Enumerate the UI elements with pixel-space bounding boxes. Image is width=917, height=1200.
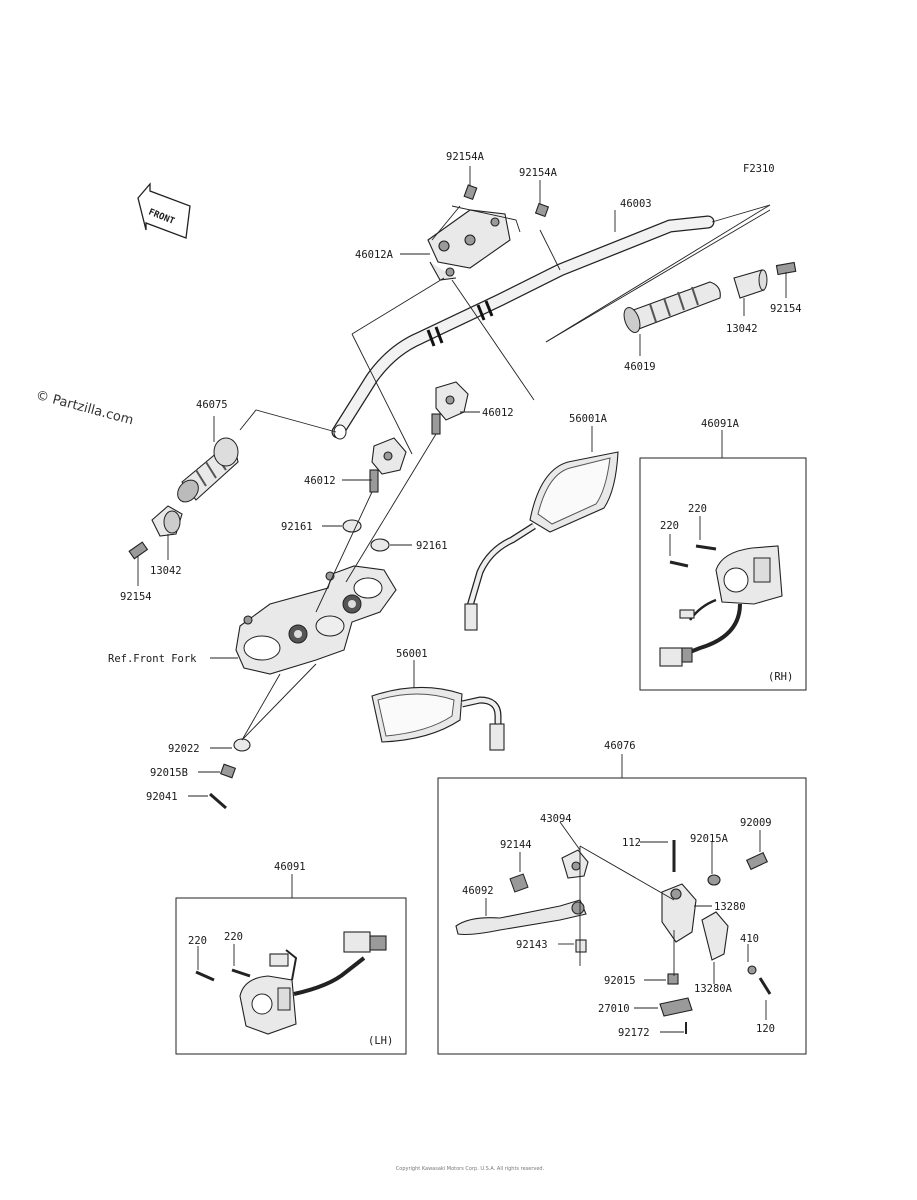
holder-13280A <box>701 911 729 961</box>
washer-410 <box>747 965 757 975</box>
label-46075: 46075 <box>196 399 228 411</box>
label-46091: 46091 <box>274 861 306 873</box>
label-410: 410 <box>740 933 759 945</box>
washer-92022 <box>233 738 251 752</box>
label-13280A: 13280A <box>694 983 733 995</box>
label-46019: 46019 <box>624 361 656 373</box>
washer-92015A <box>707 874 721 886</box>
label-92172: 92172 <box>618 1027 650 1039</box>
label-43094: 43094 <box>540 813 572 825</box>
grip-46075 <box>177 437 239 503</box>
screw-220-c <box>195 970 215 982</box>
part-labels: F2310 92154A 92154A 46012A 46003 13042 9… <box>108 151 802 1047</box>
label-92154-right: 92154 <box>770 303 802 315</box>
label-120: 120 <box>756 1023 775 1035</box>
collar-92143 <box>575 939 587 953</box>
label-220-a: 220 <box>688 503 707 515</box>
switch-46091A <box>659 545 783 667</box>
label-92015A: 92015A <box>690 833 729 845</box>
box-46091A <box>639 457 807 691</box>
bolt-92154A <box>463 184 550 218</box>
label-46091A: 46091A <box>701 418 740 430</box>
label-92161-left: 92161 <box>281 521 313 533</box>
label-27010: 27010 <box>598 1003 630 1015</box>
label-46003: 46003 <box>620 198 652 210</box>
screw-220-a <box>695 544 717 551</box>
nut-92015B <box>219 763 237 779</box>
label-46092: 46092 <box>462 885 494 897</box>
holder-13280 <box>661 883 697 943</box>
clamp-46012-right <box>431 381 469 435</box>
label-92015: 92015 <box>604 975 636 987</box>
bracket-43094 <box>561 849 589 879</box>
label-92022: 92022 <box>168 743 200 755</box>
screw-220-b <box>669 560 689 568</box>
copyright-notice: Copyright Kawasaki Motors Corp. U.S.A. A… <box>395 1166 545 1172</box>
bolt-92154-right <box>775 261 797 276</box>
label-92041: 92041 <box>146 791 178 803</box>
washer-92161-left <box>342 519 362 533</box>
handlebar-46003 <box>331 215 715 440</box>
bolt-120 <box>758 977 772 995</box>
label-92154A-1: 92154A <box>446 151 485 163</box>
clamp-46012A <box>427 209 511 281</box>
switch-46091 <box>239 931 387 1035</box>
lever-46092 <box>455 899 587 936</box>
label-92161-right: 92161 <box>416 540 448 552</box>
label-92154-left: 92154 <box>120 591 152 603</box>
label-46012A: 46012A <box>355 249 394 261</box>
box-label-lh: (LH) <box>368 1035 393 1047</box>
label-46012-right: 46012 <box>482 407 514 419</box>
switch-27010 <box>659 997 693 1017</box>
label-56001A: 56001A <box>569 413 608 425</box>
label-46076: 46076 <box>604 740 636 752</box>
label-56001: 56001 <box>396 648 428 660</box>
label-220-b: 220 <box>660 520 679 532</box>
label-92154A-2: 92154A <box>519 167 558 179</box>
label-112: 112 <box>622 837 641 849</box>
spring-92144 <box>509 873 529 893</box>
grip-46019 <box>623 281 721 333</box>
grip-end-13042-left <box>151 505 183 537</box>
screw-220-d <box>231 968 251 978</box>
mirror-56001 <box>371 686 505 751</box>
label-ref-front-fork: Ref.Front Fork <box>108 653 197 665</box>
steering-stem-bracket <box>235 565 397 675</box>
label-92015B: 92015B <box>150 767 188 779</box>
mirror-56001A <box>464 451 619 631</box>
clamp-46012-left <box>369 437 407 493</box>
label-92144: 92144 <box>500 839 532 851</box>
nut-92015 <box>667 973 679 985</box>
label-92009: 92009 <box>740 817 772 829</box>
label-220-d: 220 <box>224 931 243 943</box>
bolt-92154-left <box>128 541 149 560</box>
front-arrow-icon: FRONT <box>137 182 191 239</box>
label-13280: 13280 <box>714 901 746 913</box>
label-92143: 92143 <box>516 939 548 951</box>
pin-92041 <box>209 792 227 810</box>
label-46012-left: 46012 <box>304 475 336 487</box>
box-46091 <box>175 897 407 1055</box>
bolt-92009 <box>745 851 769 871</box>
label-220-c: 220 <box>188 935 207 947</box>
leader-lines <box>137 166 787 1033</box>
ref-code: F2310 <box>743 163 775 175</box>
grip-end-13042-right <box>733 269 768 299</box>
label-13042-right: 13042 <box>726 323 758 335</box>
label-13042-left: 13042 <box>150 565 182 577</box>
washer-92161-right <box>370 538 390 552</box>
box-label-rh: (RH) <box>768 671 793 683</box>
